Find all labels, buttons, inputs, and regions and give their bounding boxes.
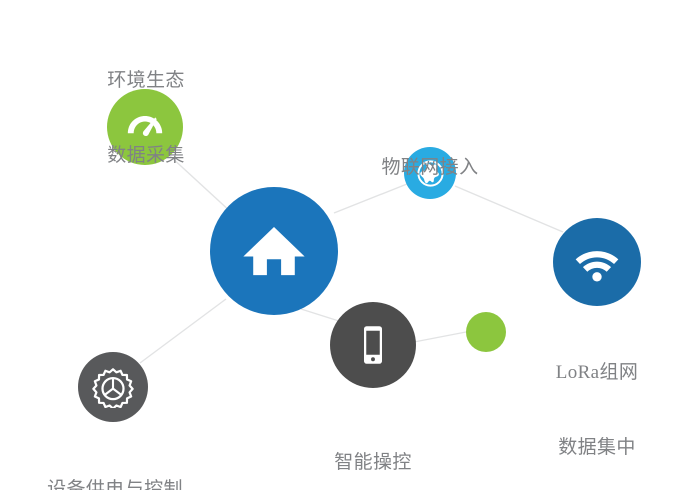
gauge-icon xyxy=(123,105,167,149)
label-power-control: 设备供电与控制 xyxy=(30,427,200,490)
label-line-1: 智能操控 xyxy=(334,452,412,474)
label-line-1: LoRa组网 xyxy=(555,362,639,384)
connector-smart-control-to-green-dot xyxy=(413,331,467,343)
home-icon xyxy=(239,216,309,286)
label-line-2: 数据采集 xyxy=(107,145,185,167)
connector-smart-home-hub-to-smart-control xyxy=(300,308,343,323)
node-green-dot[interactable] xyxy=(466,312,506,352)
node-power-control[interactable] xyxy=(78,352,148,422)
label-smart-control: 智能操控 xyxy=(316,400,430,490)
label-iot-access: 物联网接入 xyxy=(359,105,501,230)
node-smart-control[interactable] xyxy=(330,302,416,388)
globe-icon xyxy=(415,158,446,189)
gear-icon xyxy=(92,366,134,408)
smartphone-icon xyxy=(349,321,397,369)
label-lora-gateway: LoRa组网 数据集中 xyxy=(540,310,654,490)
label-line-1: 物联网接入 xyxy=(381,157,479,179)
wifi-icon xyxy=(572,237,622,287)
connector-smart-home-hub-to-power-control xyxy=(139,298,227,364)
label-env-monitor: 环境生态 数据采集 xyxy=(96,18,196,219)
label-line-1: 设备供电与控制 xyxy=(47,479,183,490)
node-env-monitor[interactable] xyxy=(107,89,183,165)
label-line-2: 数据集中 xyxy=(558,437,636,459)
node-iot-access[interactable] xyxy=(404,147,456,199)
label-line-1: 环境生态 xyxy=(107,70,185,92)
node-lora-gateway[interactable] xyxy=(553,218,641,306)
node-smart-home-hub[interactable] xyxy=(210,187,338,315)
